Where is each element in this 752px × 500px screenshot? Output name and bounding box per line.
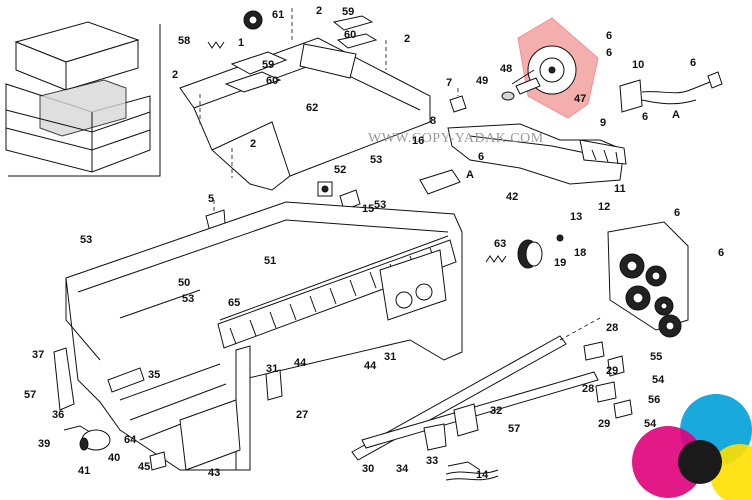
callout-60: 60 (344, 29, 356, 41)
callout-59: 59 (262, 59, 274, 71)
motor-47-highlight (511, 17, 599, 119)
callout-16: 16 (412, 135, 424, 147)
callout-45: 45 (138, 461, 150, 473)
callout-61: 61 (272, 9, 284, 21)
callout-6: 6 (642, 111, 648, 123)
callout-19: 19 (554, 257, 566, 269)
callout-28: 28 (582, 383, 594, 395)
callout-53: 53 (370, 154, 382, 166)
drive-gear-plate (607, 221, 689, 338)
callout-14: 14 (476, 469, 489, 481)
callout-34: 34 (396, 463, 409, 475)
callout-49: 49 (476, 75, 488, 87)
callout-labels: 61 2 59 58 1 60 2 59 60 2 62 2 6 6 47 48… (24, 5, 724, 481)
callout-39: 39 (38, 438, 50, 450)
callout-15: 15 (362, 203, 374, 215)
callout-29: 29 (606, 365, 618, 377)
harness-14 (445, 469, 499, 481)
switch-7 (449, 88, 467, 113)
callout-44: 44 (364, 360, 377, 372)
callout-37: 37 (32, 349, 44, 361)
gear-parts-48-49 (501, 77, 541, 101)
callout-13: 13 (570, 211, 582, 223)
callout-1: 1 (238, 37, 244, 49)
right-clips (583, 341, 633, 419)
callout-53: 53 (374, 199, 386, 211)
callout-6: 6 (674, 207, 680, 219)
drive-bracket-8-9 (447, 123, 627, 185)
callout-60: 60 (266, 75, 278, 87)
shaft-assembly-32 (361, 371, 599, 471)
callout-63: 63 (494, 238, 506, 250)
callout-42: 42 (506, 191, 518, 203)
callout-31: 31 (266, 363, 278, 375)
callout-10: 10 (632, 59, 644, 71)
callout-43: 43 (208, 467, 220, 479)
callout-64: 64 (124, 434, 137, 446)
bracket-10 (619, 71, 723, 113)
callout-A: A (466, 169, 474, 181)
callout-51: 51 (264, 255, 276, 267)
main-frame (65, 201, 463, 471)
callout-33: 33 (426, 455, 438, 467)
callout-65: 65 (228, 297, 240, 309)
callout-47: 47 (574, 93, 586, 105)
callout-6: 6 (606, 47, 612, 59)
callout-53: 53 (80, 234, 92, 246)
callout-53: 53 (182, 293, 194, 305)
callout-57: 57 (508, 423, 520, 435)
callout-6: 6 (690, 57, 696, 69)
callout-48: 48 (500, 63, 512, 75)
top-cover-assembly (179, 8, 431, 191)
callout-41: 41 (78, 465, 90, 477)
callout-54: 54 (644, 418, 657, 430)
callout-2: 2 (404, 33, 410, 45)
callout-52: 52 (334, 164, 346, 176)
watermark: WWW.COPY-YADAK.COM (368, 131, 544, 146)
copier-thumbnail (5, 21, 161, 177)
callout-5: 5 (208, 193, 214, 205)
callout-A: A (672, 109, 680, 121)
callout-2: 2 (250, 138, 256, 150)
callout-9: 9 (600, 117, 606, 129)
callout-54: 54 (652, 374, 665, 386)
cmyk-logo (632, 394, 752, 500)
callout-28: 28 (606, 322, 618, 334)
callout-55: 55 (650, 351, 662, 363)
sensor-parts (317, 169, 461, 211)
callout-31: 31 (384, 351, 396, 363)
callout-8: 8 (430, 115, 436, 127)
callout-36: 36 (52, 409, 64, 421)
left-lower-parts (53, 347, 283, 471)
callout-59: 59 (342, 6, 354, 18)
callout-6: 6 (718, 247, 724, 259)
callout-30: 30 (362, 463, 374, 475)
callout-27: 27 (296, 409, 308, 421)
callout-40: 40 (108, 452, 120, 464)
callout-7: 7 (446, 77, 452, 89)
callout-62: 62 (306, 102, 318, 114)
gear-19-group (485, 234, 564, 269)
callout-2: 2 (172, 69, 178, 81)
callout-57: 57 (24, 389, 36, 401)
callout-50: 50 (178, 277, 190, 289)
callout-11: 11 (614, 183, 626, 195)
callout-12: 12 (598, 201, 610, 213)
callout-32: 32 (490, 405, 502, 417)
callout-35: 35 (148, 369, 160, 381)
callout-18: 18 (574, 247, 586, 259)
callout-6: 6 (606, 30, 612, 42)
callout-29: 29 (598, 418, 610, 430)
callout-56: 56 (648, 394, 660, 406)
callout-44: 44 (294, 357, 307, 369)
callout-58: 58 (178, 35, 190, 47)
callout-2: 2 (316, 5, 322, 17)
callout-6: 6 (478, 151, 484, 163)
